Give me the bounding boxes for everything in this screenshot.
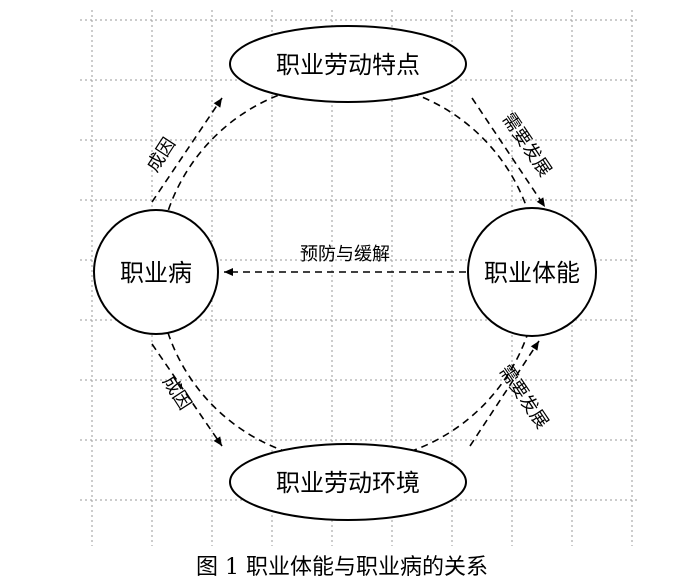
node-left-label: 职业病 [120, 259, 192, 287]
arrow-top-to-right [471, 97, 546, 208]
node-right-label: 职业体能 [484, 259, 580, 287]
arrow-bottom-left [151, 343, 223, 447]
edge-label-bottom-left: 成因 [158, 372, 195, 414]
node-top: 职业劳动特点 [229, 25, 467, 103]
arrow-bottom-right [469, 340, 540, 447]
edge-label-top-right: 需要发展 [498, 109, 556, 180]
arrow-left-to-top [151, 97, 223, 203]
edge-label-center: 预防与缓解 [300, 244, 390, 265]
figure-caption: 图 1 职业体能与职业病的关系 [196, 555, 488, 580]
node-right: 职业体能 [467, 207, 597, 337]
node-left: 职业病 [93, 209, 219, 335]
node-top-label: 职业劳动特点 [276, 51, 420, 79]
edge-label-bottom-right: 需要发展 [495, 361, 553, 432]
node-bottom: 职业劳动环境 [229, 443, 467, 521]
node-bottom-label: 职业劳动环境 [276, 469, 420, 497]
